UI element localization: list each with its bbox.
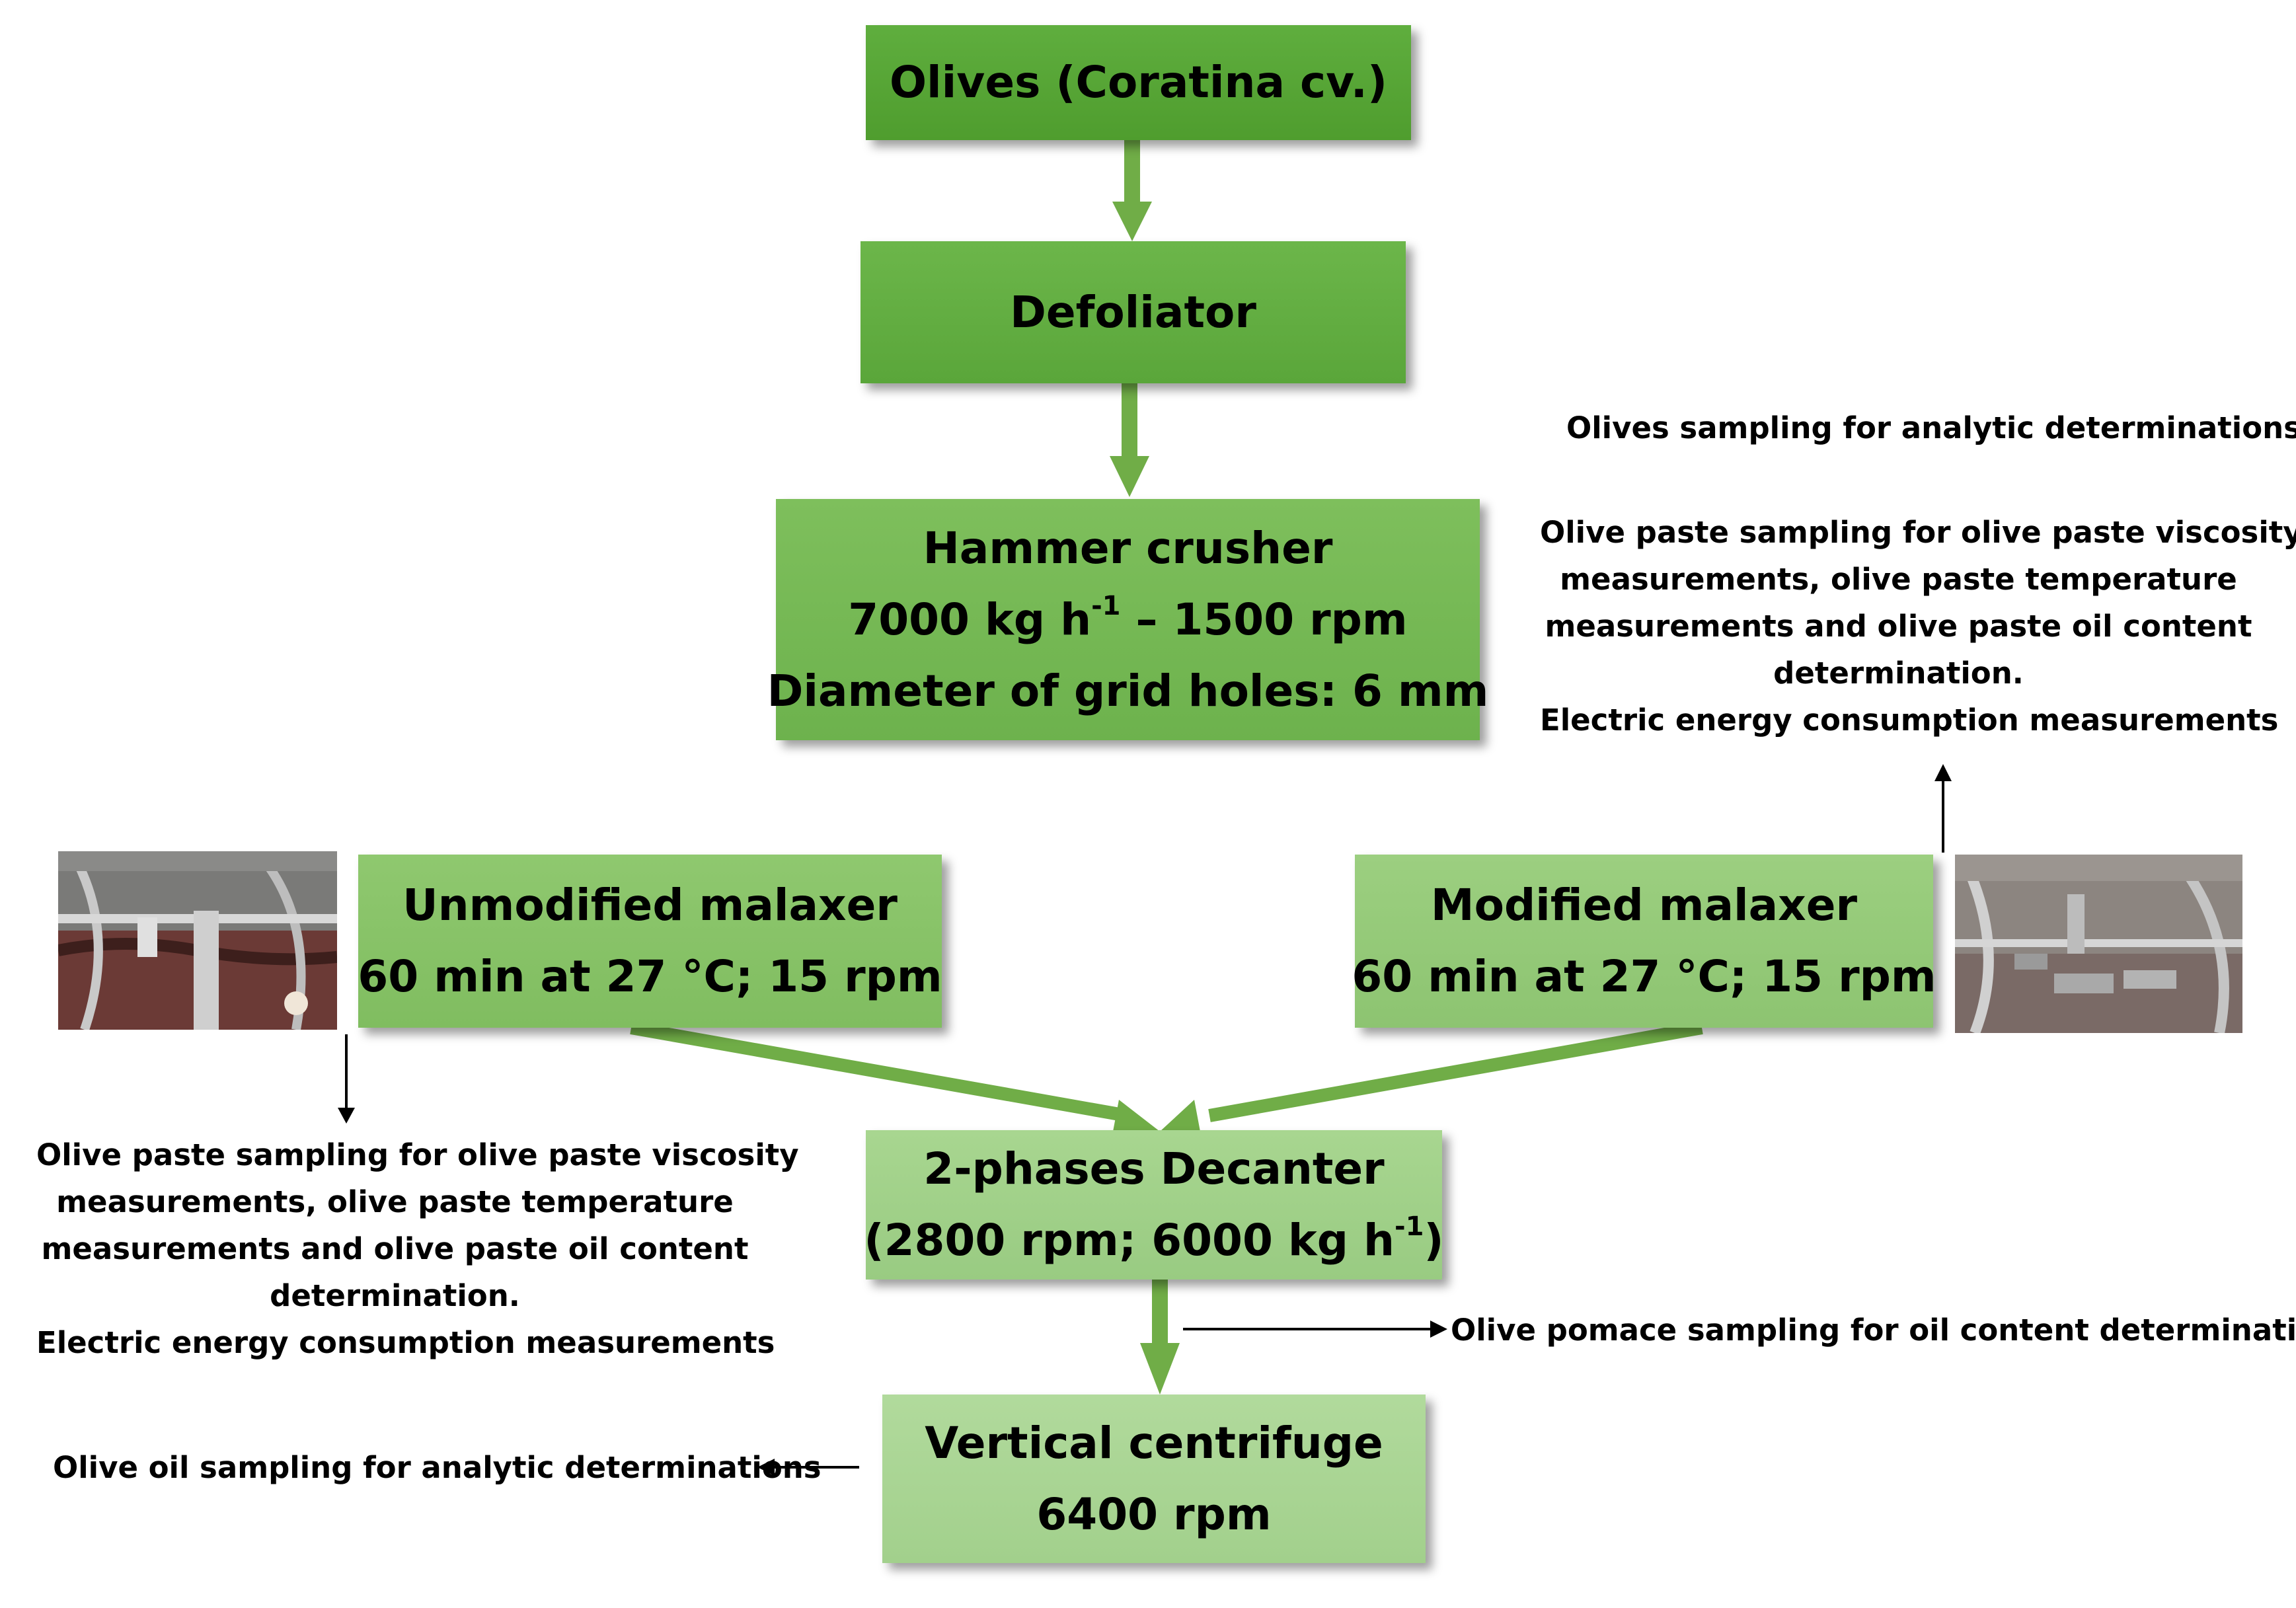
thin-arrow-oil-head	[757, 1459, 775, 1476]
arrow-decanter-to-centrifuge	[1140, 1280, 1180, 1395]
box-defoliator: Defoliator	[861, 241, 1406, 383]
box-modified-malaxer: Modified malaxer 60 min at 27 °C; 15 rpm	[1352, 855, 1936, 1028]
centrifuge-title: Vertical centrifuge	[925, 1417, 1383, 1469]
hammer-crusher-title: Hammer crusher	[923, 522, 1333, 574]
decanter-title: 2-phases Decanter	[923, 1143, 1385, 1194]
note-pomace-sampling: Olive pomace sampling for oil content de…	[1451, 1313, 2296, 1348]
box-defoliator-label: Defoliator	[1010, 286, 1256, 338]
arrow-defoliator-to-crusher	[1110, 383, 1149, 497]
decanter-conditions: (2800 rpm; 6000 kg h-1)	[864, 1211, 1444, 1266]
centrifuge-speed: 6400 rpm	[1036, 1488, 1272, 1540]
modified-malaxer-title: Modified malaxer	[1430, 880, 1858, 931]
arrow-modified-to-decanter-shaft	[1208, 1021, 1703, 1122]
thin-arrow-left-paste-head	[338, 1108, 355, 1124]
note-olives-sampling: Olives sampling for analytic determinati…	[1566, 410, 2296, 445]
arrow-olives-to-defoliator	[1112, 140, 1152, 241]
box-vertical-centrifuge: Vertical centrifuge 6400 rpm	[882, 1395, 1426, 1563]
modified-malaxer-photo	[1955, 855, 2242, 1033]
hammer-crusher-grid-holes: Diameter of grid holes: 6 mm	[767, 665, 1489, 716]
thin-arrow-right-paste-head	[1934, 764, 1952, 781]
unmodified-malaxer-photo	[58, 851, 337, 1030]
box-olives-label: Olives (Coratina cv.)	[889, 57, 1388, 108]
box-hammer-crusher: Hammer crusher 7000 kg h-1 – 1500 rpm Di…	[767, 499, 1488, 740]
thin-arrow-pomace-head	[1430, 1321, 1447, 1338]
box-decanter: 2-phases Decanter (2800 rpm; 6000 kg h-1…	[864, 1130, 1444, 1280]
unmodified-malaxer-title: Unmodified malaxer	[402, 880, 898, 931]
box-olives: Olives (Coratina cv.)	[866, 25, 1411, 140]
note-paste-sampling-left: Olive paste sampling for olive paste vis…	[36, 1137, 799, 1360]
note-paste-sampling-right: Olive paste sampling for olive paste vis…	[1540, 515, 2296, 738]
modified-malaxer-conditions: 60 min at 27 °C; 15 rpm	[1352, 951, 1936, 1002]
note-oil-sampling: Olive oil sampling for analytic determin…	[53, 1450, 822, 1485]
unmodified-malaxer-conditions: 60 min at 27 °C; 15 rpm	[358, 951, 942, 1002]
box-unmodified-malaxer: Unmodified malaxer 60 min at 27 °C; 15 r…	[358, 855, 942, 1028]
arrow-unmodified-to-decanter-shaft	[630, 1021, 1128, 1122]
hammer-crusher-capacity: 7000 kg h-1 – 1500 rpm	[848, 590, 1408, 645]
